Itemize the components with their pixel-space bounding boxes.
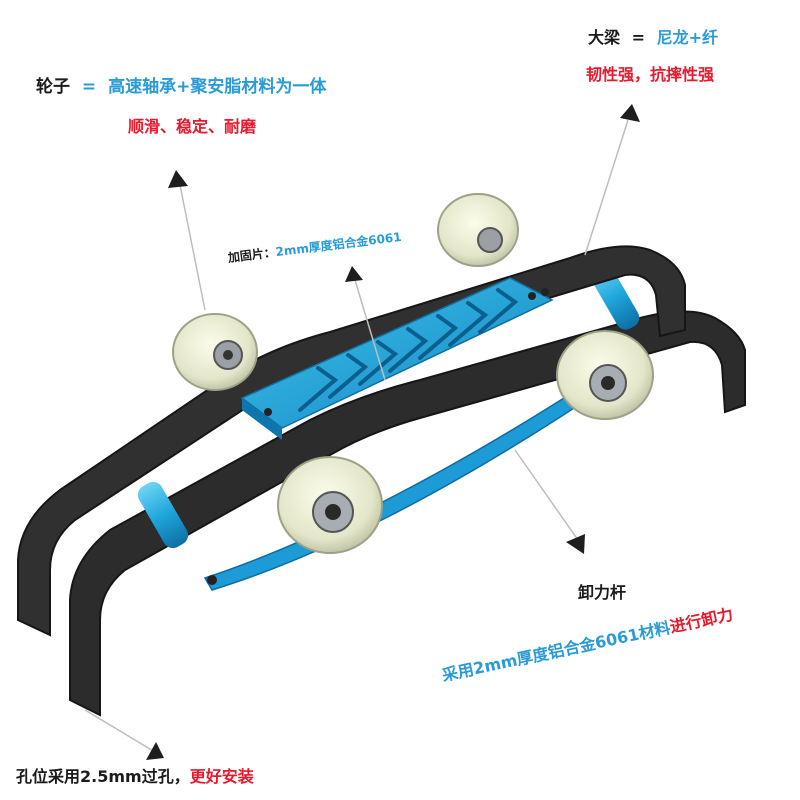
beam-spec: 尼龙+纤 <box>656 28 718 47</box>
wheel-front-left <box>277 456 383 554</box>
wheel-rear-right <box>437 193 519 267</box>
reinforcing-plate <box>240 277 554 440</box>
hole-callout: 孔位采用2.5mm过孔，更好安装 <box>16 769 254 785</box>
hole-spec: 孔位采用2.5mm过孔， <box>16 767 190 786</box>
wheel-rear-left <box>172 313 258 391</box>
beam-label: 大梁 <box>588 28 621 47</box>
wheel-spec: 高速轴承+聚安脂材料为一体 <box>108 77 327 97</box>
wheel-callout-title: 轮子 = 高速轴承+聚安脂材料为一体 <box>36 79 326 96</box>
back-beam <box>69 310 746 717</box>
beam-eq: = <box>631 28 645 47</box>
callout-arrows <box>84 104 640 760</box>
rod-label: 卸力杆 <box>578 583 627 602</box>
wheel-eq: = <box>81 77 97 97</box>
beam-feature: 韧性强，抗摔性强 <box>586 65 715 84</box>
rod-screw-left <box>207 575 217 585</box>
beam-callout-title: 大梁 = 尼龙+纤 <box>588 30 718 46</box>
hole-feature: 更好安装 <box>189 767 254 786</box>
wheel-feature: 顺滑、稳定、耐磨 <box>128 117 257 136</box>
wheel-front-right <box>556 330 654 420</box>
wheel-label: 轮子 <box>36 77 70 97</box>
